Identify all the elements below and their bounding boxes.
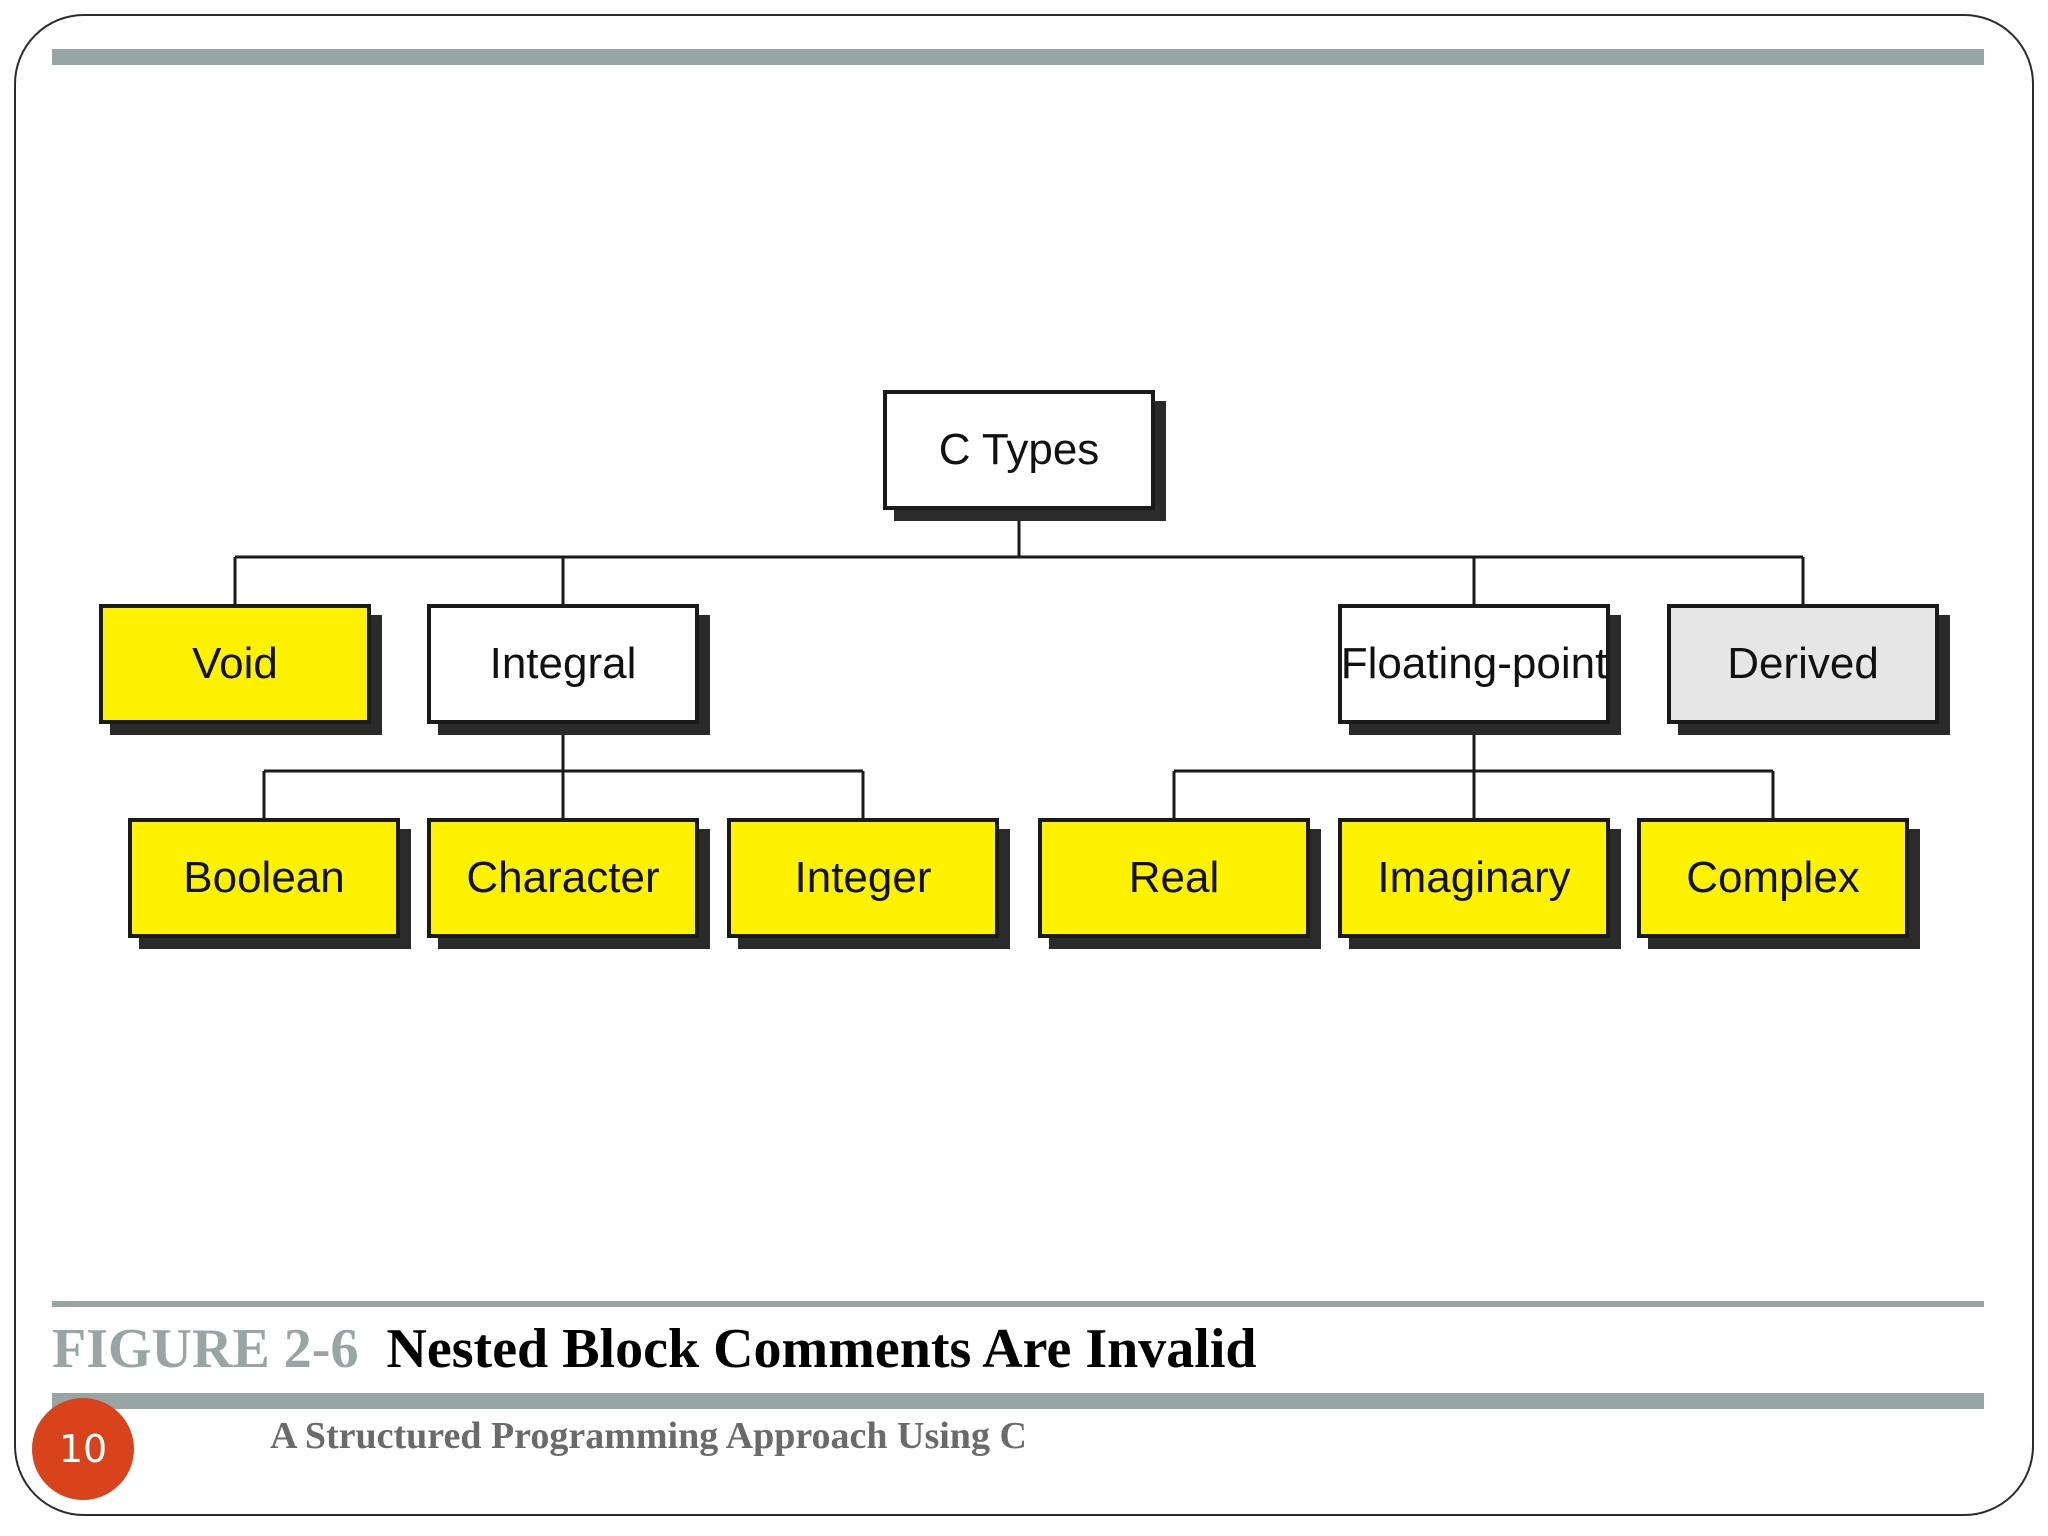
node-label: Character [427,818,699,938]
figure-caption: FIGURE 2-6 Nested Block Comments Are Inva… [52,1318,1257,1380]
node-real: Real [1038,818,1321,949]
node-boolean: Boolean [128,818,411,949]
page-number-badge: 10 [32,1398,134,1500]
node-label: C Types [883,390,1155,510]
footer-book-title: A Structured Programming Approach Using … [270,1415,1027,1457]
slide-frame [14,14,2034,1516]
caption-top-rule [52,1301,1984,1307]
node-label: Real [1038,818,1310,938]
node-void: Void [99,604,382,735]
node-label: Derived [1667,604,1939,724]
node-character: Character [427,818,710,949]
caption-bottom-rule [52,1393,1984,1409]
node-derived: Derived [1667,604,1950,735]
node-imaginary: Imaginary [1338,818,1621,949]
node-complex: Complex [1637,818,1920,949]
node-label: Complex [1637,818,1909,938]
node-integral: Integral [427,604,710,735]
top-rule [52,49,1984,65]
node-label: Void [99,604,371,724]
node-label: Floating-point [1338,604,1610,724]
node-c-types: C Types [883,390,1166,521]
node-integer: Integer [727,818,1010,949]
node-floating-point: Floating-point [1338,604,1621,735]
node-label: Boolean [128,818,400,938]
node-label: Imaginary [1338,818,1610,938]
figure-title: Nested Block Comments Are Invalid [386,1318,1257,1380]
node-label: Integral [427,604,699,724]
figure-label: FIGURE 2-6 [52,1318,359,1380]
node-label: Integer [727,818,999,938]
